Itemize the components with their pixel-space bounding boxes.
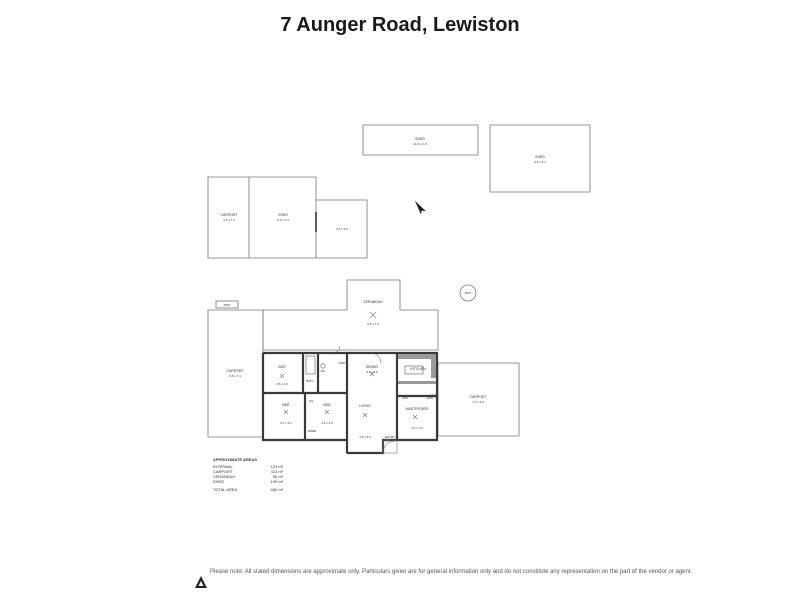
- kitchen-island: [404, 365, 424, 375]
- entry-label: ENTRY: [385, 435, 395, 439]
- disclaimer: Please note: All stated dimensions are a…: [210, 569, 693, 575]
- shed-top-label: SHED: [415, 137, 425, 141]
- bed1-dims: 2.8 x 3.6: [276, 382, 288, 386]
- rainwater-tank-icon: [459, 284, 477, 302]
- ldry-label: LDRY: [338, 361, 346, 365]
- living-label: LIVING: [359, 404, 371, 408]
- toilet-icon: [320, 363, 326, 369]
- carport-right-label: CARPORT: [469, 395, 487, 399]
- shed-mid-dims: 6.6 x 7.3: [277, 218, 289, 222]
- house-walls: [261, 351, 439, 455]
- master-label: MASTER BED: [406, 407, 429, 411]
- living-dims: 3.8 x 5.6: [359, 435, 371, 439]
- kitchen-label: KITCHEN: [410, 367, 426, 371]
- ens-label: ENS: [427, 396, 433, 400]
- bed2-label: BED: [282, 403, 290, 407]
- robe-label: ROBE: [308, 429, 316, 433]
- linen-label: LIN: [309, 399, 313, 403]
- carport-main-label: CARPORT: [226, 369, 244, 373]
- rwt-small-outline: [215, 300, 239, 309]
- bed3-label: BED: [323, 403, 331, 407]
- page-title: 7 Aunger Road, Lewiston: [280, 14, 520, 36]
- north-arrow-icon: [414, 200, 426, 215]
- shed-mid-label: SHED: [278, 213, 288, 217]
- bed3-dims: 3.6 x 3.5: [321, 421, 333, 425]
- dining-dims: 6.5 x 3.6: [366, 370, 378, 374]
- verandah-label: VERANDAH: [363, 300, 383, 304]
- shed-annex-dims: 6.6 x 5.6: [336, 227, 348, 231]
- outbuildings: [207, 124, 591, 259]
- bed1-label: BED: [278, 365, 286, 369]
- carport-top-label: CARPORT: [220, 213, 238, 217]
- room-labels: SHED 11.6 x 2.6 SHED 9.6 x 6.1 CARPORT 3…: [220, 137, 546, 439]
- wir-label: WIR: [402, 396, 407, 400]
- shed-right-outline: [489, 124, 591, 193]
- carport-right-dims: 7.3 x 6.6: [472, 400, 484, 404]
- tank-label: RWT: [465, 291, 472, 295]
- light-markers: [279, 311, 418, 420]
- carport-shed-outline: [207, 176, 368, 259]
- dining-label: DINING: [366, 365, 379, 369]
- verandah-dims: 6.5 x 7.4: [367, 322, 379, 326]
- master-dims: 3.4 x 3.6: [411, 426, 423, 430]
- bed2-dims: 3.7 x 3.5: [280, 421, 292, 425]
- carport-top-dims: 3.6 x 7.3: [223, 218, 235, 222]
- shed-right-label: SHED: [535, 155, 545, 159]
- shed-right-dims: 9.6 x 6.1: [534, 160, 546, 164]
- bath-tub: [305, 355, 316, 375]
- kitchen-fixtures: [398, 354, 436, 384]
- tank2-label: RWT: [224, 303, 231, 307]
- entry-step: [382, 439, 398, 454]
- bath-label: BATH: [306, 379, 313, 383]
- shed-top-outline: [362, 124, 479, 156]
- verandah-outline: [262, 279, 439, 351]
- brand-logo-icon: [195, 576, 207, 588]
- wc-label: WC: [321, 369, 326, 373]
- carport-main-dims: 5.6 x 7.4: [229, 374, 241, 378]
- shed-top-dims: 11.6 x 2.6: [414, 142, 427, 146]
- area-heading: APPROXIMATE AREAS: [213, 457, 258, 462]
